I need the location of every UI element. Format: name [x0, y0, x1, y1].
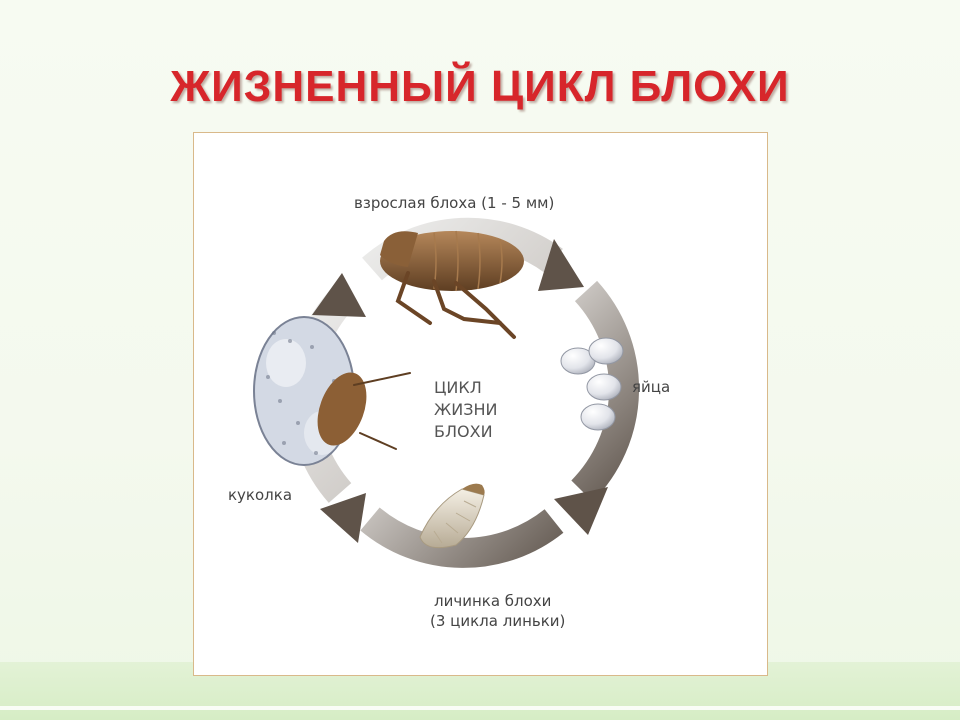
diagram-frame: взрослая блоха (1 - 5 мм) яйца личинка б…: [193, 132, 768, 676]
center-label: ЦИКЛ ЖИЗНИ БЛОХИ: [434, 377, 497, 443]
label-eggs: яйца: [632, 377, 670, 398]
center-label-line3: БЛОХИ: [434, 421, 497, 443]
center-label-line2: ЖИЗНИ: [434, 399, 497, 421]
footer-stripe: [0, 706, 960, 710]
adult-flea-illustration: [380, 231, 524, 337]
label-larva-line2: (3 цикла линьки): [430, 611, 565, 632]
arrow-head-right: [554, 487, 608, 535]
slide-title: ЖИЗНЕННЫЙ ЦИКЛ БЛОХИ: [0, 62, 960, 112]
label-adult: взрослая блоха (1 - 5 мм): [354, 193, 554, 214]
label-pupa: куколка: [228, 485, 292, 506]
pupa-illustration: [254, 317, 410, 465]
center-label-line1: ЦИКЛ: [434, 377, 497, 399]
label-larva-line1: личинка блохи: [434, 591, 551, 612]
eggs-illustration: [561, 338, 623, 430]
arrow-head-left: [312, 273, 366, 317]
